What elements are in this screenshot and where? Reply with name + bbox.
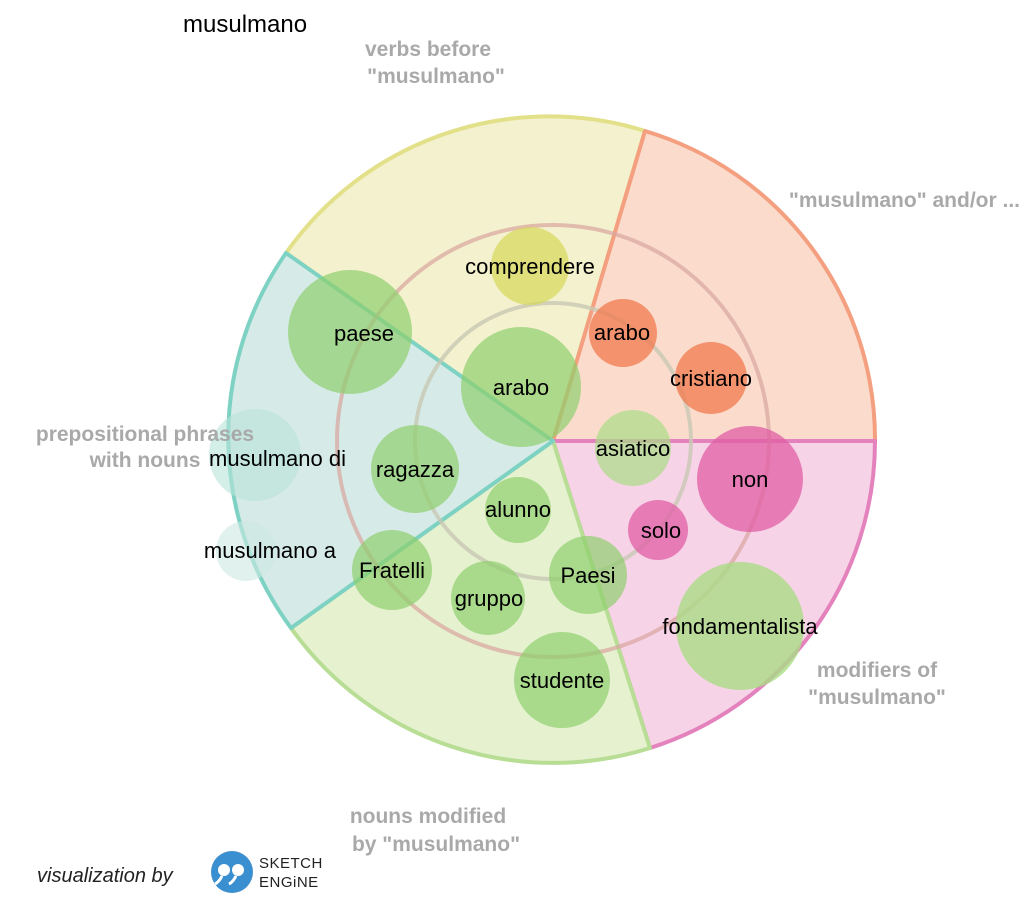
word-ragazza[interactable]: ragazza	[376, 457, 455, 482]
footer-visualization-by: visualization by	[37, 865, 174, 887]
label-verbs-before-line1: verbs before	[365, 38, 491, 61]
word-cristiano[interactable]: cristiano	[670, 366, 752, 391]
bubble-ragazza[interactable]	[371, 425, 459, 513]
bubble-paesi[interactable]	[549, 536, 627, 614]
word-solo[interactable]: solo	[641, 518, 681, 543]
word-comprendere[interactable]: comprendere	[465, 254, 595, 279]
bubble-solo[interactable]	[628, 500, 688, 560]
bubble-musulmano-di[interactable]	[209, 409, 301, 501]
footer-brand-line2: ENGiNE	[259, 874, 319, 891]
word-fondamentalista[interactable]: fondamentalista	[662, 614, 818, 639]
headword-title: musulmano	[183, 11, 307, 38]
word-alunno[interactable]: alunno	[485, 497, 551, 522]
label-nouns-modified-line1: nouns modified	[350, 805, 506, 828]
bubble-gruppo[interactable]	[451, 561, 525, 635]
bubble-asiatico[interactable]	[595, 410, 671, 486]
bubble-comprendere[interactable]	[491, 227, 569, 305]
word-asiatico[interactable]: asiatico	[596, 436, 671, 461]
word-paese[interactable]: paese	[334, 321, 394, 346]
bubble-fratelli[interactable]	[352, 530, 432, 610]
bubble-arabo-andor[interactable]	[589, 299, 657, 367]
label-verbs-before-line2: "musulmano"	[367, 65, 505, 88]
word-paesi[interactable]: Paesi	[560, 563, 615, 588]
bubble-non[interactable]	[697, 426, 803, 532]
bubble-arabo-center[interactable]	[461, 327, 581, 447]
word-musulmano-di[interactable]: musulmano di	[209, 446, 346, 471]
bubble-paese[interactable]	[288, 270, 412, 394]
word-non[interactable]: non	[732, 467, 769, 492]
label-prepositional-line2: with nouns	[89, 449, 201, 472]
label-modifiers-line2: "musulmano"	[808, 686, 946, 709]
word-gruppo[interactable]: gruppo	[455, 586, 524, 611]
bubble-studente[interactable]	[514, 632, 610, 728]
label-prepositional-line1: prepositional phrases	[36, 423, 254, 446]
bubble-alunno[interactable]	[485, 477, 551, 543]
bubble-fondamentalista[interactable]	[676, 562, 804, 690]
word-studente[interactable]: studente	[520, 668, 604, 693]
word-fratelli[interactable]: Fratelli	[359, 558, 425, 583]
bubble-musulmano-a[interactable]	[216, 521, 276, 581]
word-arabo-center[interactable]: arabo	[493, 375, 549, 400]
word-arabo-andor[interactable]: arabo	[594, 320, 650, 345]
label-nouns-modified-line2: by "musulmano"	[352, 833, 520, 856]
footer-brand-line1: SKETCH	[259, 855, 323, 872]
label-modifiers-line1: modifiers of	[817, 659, 938, 682]
bubble-cristiano[interactable]	[675, 342, 747, 414]
label-and-or: "musulmano" and/or ...	[789, 189, 1020, 212]
sketch-engine-logo-icon[interactable]	[211, 851, 253, 893]
word-musulmano-a[interactable]: musulmano a	[204, 538, 337, 563]
